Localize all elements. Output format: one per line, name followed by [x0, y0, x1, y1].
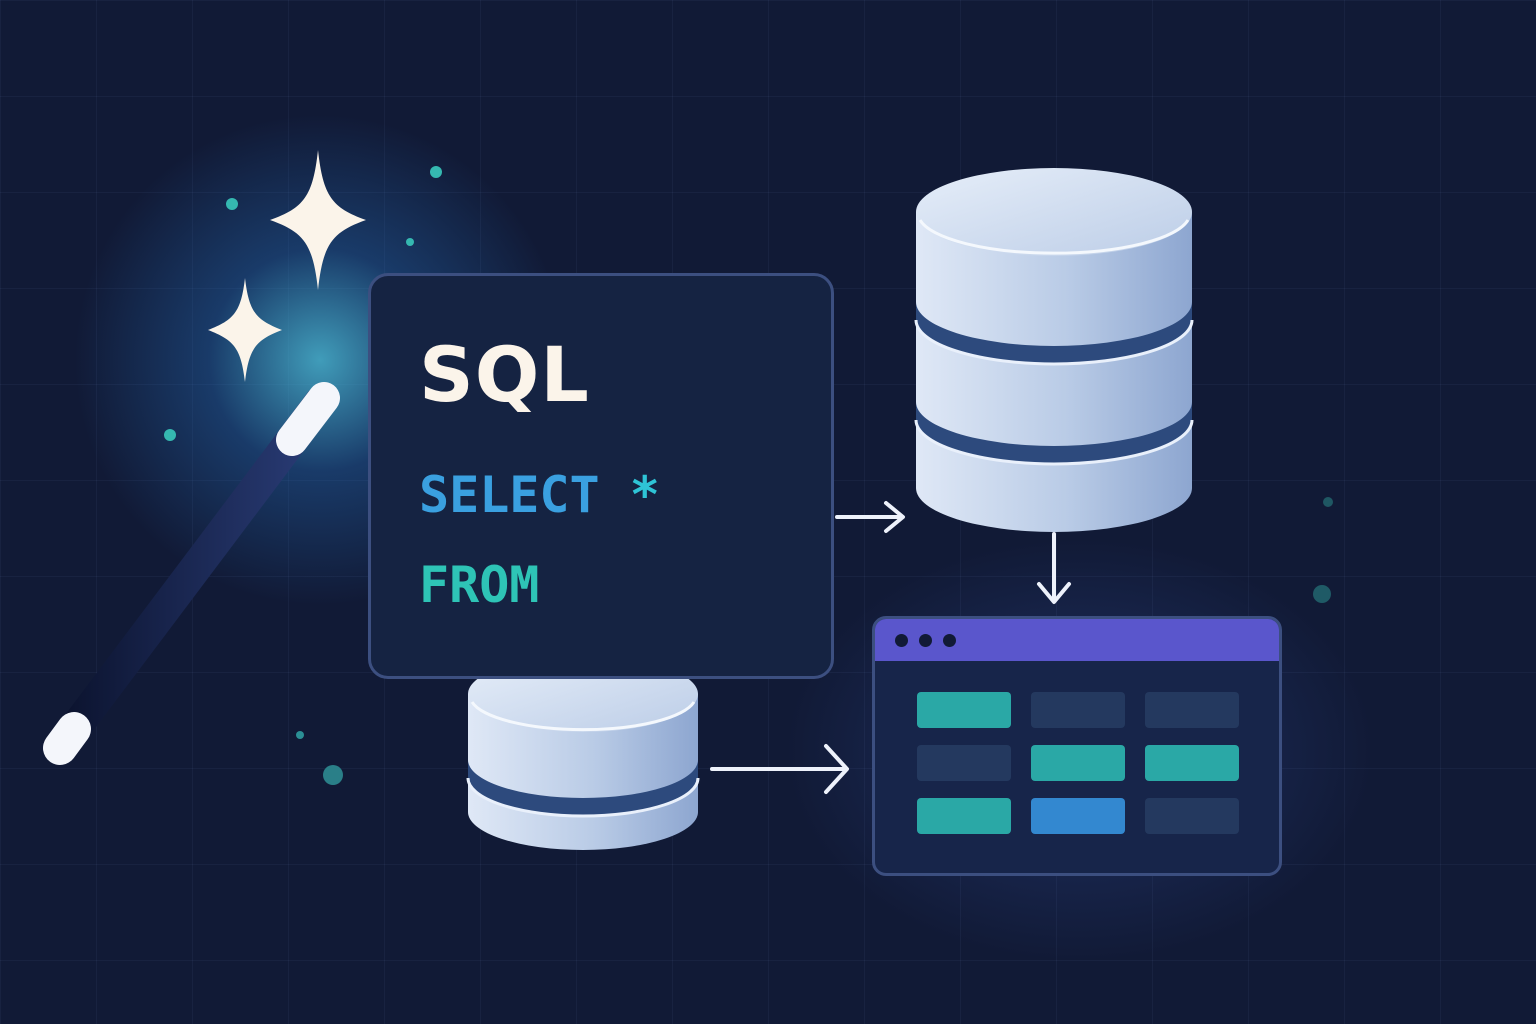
- table-cell: [1031, 692, 1125, 728]
- keyword-star: *: [629, 466, 660, 524]
- table-cell: [917, 745, 1011, 781]
- sparkle-icon: [270, 150, 366, 290]
- decor-dot: [406, 238, 414, 246]
- sql-select-line: SELECT *: [419, 466, 660, 524]
- decor-dot: [1323, 497, 1333, 507]
- decor-dot: [164, 429, 176, 441]
- database-icon: [466, 656, 700, 850]
- table-cell: [1031, 798, 1125, 834]
- sparkle-icon: [208, 278, 282, 382]
- decor-dot: [296, 731, 304, 739]
- sql-title: SQL: [419, 330, 590, 419]
- table-cell: [1145, 692, 1239, 728]
- table-cell: [917, 798, 1011, 834]
- keyword-from: FROM: [419, 556, 540, 614]
- window-dot: [895, 634, 908, 647]
- window-dot: [943, 634, 956, 647]
- table-cell: [1145, 798, 1239, 834]
- decor-dot: [1313, 585, 1331, 603]
- decor-dot: [226, 198, 238, 210]
- decor-dot: [323, 765, 343, 785]
- arrow-icon: [835, 501, 905, 533]
- decor-dots: [164, 166, 1333, 785]
- keyword-select: SELECT: [419, 466, 600, 524]
- window-dot: [919, 634, 932, 647]
- result-window-icon: [872, 616, 1282, 876]
- table-cell: [1031, 745, 1125, 781]
- database-icon: [914, 168, 1194, 532]
- table-cell: [917, 692, 1011, 728]
- magic-wand-icon: [43, 382, 340, 765]
- decor-dot: [430, 166, 442, 178]
- table-cell: [1145, 745, 1239, 781]
- arrow-icon: [710, 744, 849, 794]
- arrow-icon: [1037, 532, 1071, 604]
- sql-card: SQL SELECT * FROM: [368, 273, 834, 679]
- window-titlebar: [875, 619, 1279, 661]
